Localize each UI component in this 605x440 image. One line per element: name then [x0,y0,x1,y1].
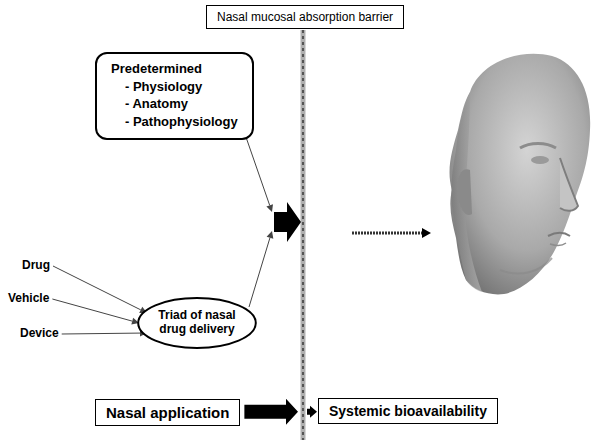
leader-arrow [52,299,139,325]
start-box: Nasal application [95,399,240,426]
leader-arrow [62,330,147,337]
leader-arrow [53,266,147,313]
list-item: - Physiology [111,78,238,96]
barrier-dashes [302,30,304,440]
list-item: - Pathophysiology [111,113,238,131]
node-text: Nasal application [106,404,229,421]
leader-arrow [249,231,273,307]
node-text: Systemic bioavailability [329,403,487,419]
node-text: Triad of nasal drug delivery [149,309,245,337]
title-box: Nasal mucosal absorption barrier [206,5,404,29]
node-text: Predetermined [111,60,238,78]
end-box: Systemic bioavailability [318,398,498,424]
factor-box: Predetermined- Physiology- Anatomy- Path… [95,52,254,140]
list-item: - Anatomy [111,95,238,113]
input-label: Device [20,326,59,340]
triad-ellipse: Triad of nasal drug delivery [137,297,257,349]
input-label: Drug [22,258,50,272]
arrow-head [422,228,431,238]
leader-arrow [246,136,273,212]
node-text: Nasal mucosal absorption barrier [217,10,393,24]
barrier-line [301,30,306,440]
input-label: Vehicle [8,291,49,305]
flow-arrow [244,399,317,425]
head-illustration [450,54,591,295]
block-arrow [274,202,301,242]
dotted-arrow [352,232,424,235]
